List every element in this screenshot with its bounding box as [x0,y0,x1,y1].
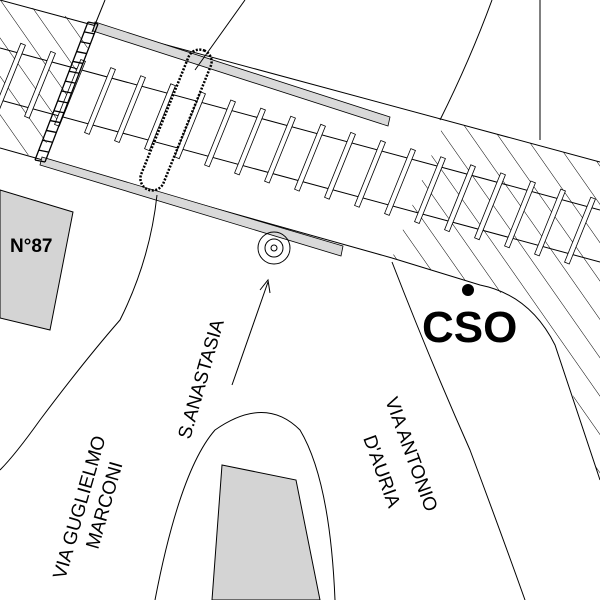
sleeper [234,107,266,176]
road-line [439,0,493,121]
sleeper [444,164,476,233]
band-edge-bottom-right [391,257,600,481]
station-symbol-icon [257,231,291,265]
direction-arrow-icon [231,278,271,386]
sleeper [504,180,536,249]
ladder-rung [87,21,99,25]
sleeper [114,75,146,144]
sleeper [324,131,356,200]
ladder-rung [38,149,49,153]
sleeper [414,156,446,225]
road-edge-marconi [0,194,158,471]
ladder-rung [34,159,46,163]
sleepers [0,42,596,265]
sleeper [264,115,296,184]
building-number-label: N°87 [10,236,52,257]
level-crossing-outline [139,48,213,192]
pedestrian-crossing-ladder [34,21,99,163]
sleeper [474,172,506,241]
ladder-rung [65,80,76,84]
sleeper [294,123,326,192]
ladder-rung [57,100,68,104]
road-line [91,0,106,33]
cso-point-marker [462,284,474,296]
platform-lower [39,156,344,257]
building-island [211,464,321,600]
ladder-rung [53,110,65,114]
sleeper [564,196,596,265]
ladder-rung [80,41,91,45]
ladder-rung [61,90,72,94]
band-edge-top [0,0,600,163]
ladder-rung [72,60,83,65]
sleeper [0,42,26,111]
ladder-rung [84,31,95,35]
sleeper [174,91,206,160]
sleeper [354,139,386,208]
road-edge-dauria [391,261,526,600]
platform-upper [92,21,391,127]
building-n87 [0,189,74,331]
ladder-rung [42,139,53,143]
sleeper [24,50,56,119]
sleeper [84,67,116,135]
road-edge-island [154,412,336,600]
cso-label: CSO [422,303,517,352]
ladder-rung [68,70,80,74]
sleeper [384,148,416,216]
ladder-rung [50,119,61,124]
road-line [194,0,246,71]
hatched-area-left [0,0,98,158]
sleeper [534,188,566,257]
ladder-rung [46,129,57,134]
sleeper [204,99,236,168]
hatched-area-right [392,120,600,480]
sleeper [144,83,176,152]
station-label: S.ANASTASIA [175,317,229,442]
ladder-rung [76,50,87,55]
